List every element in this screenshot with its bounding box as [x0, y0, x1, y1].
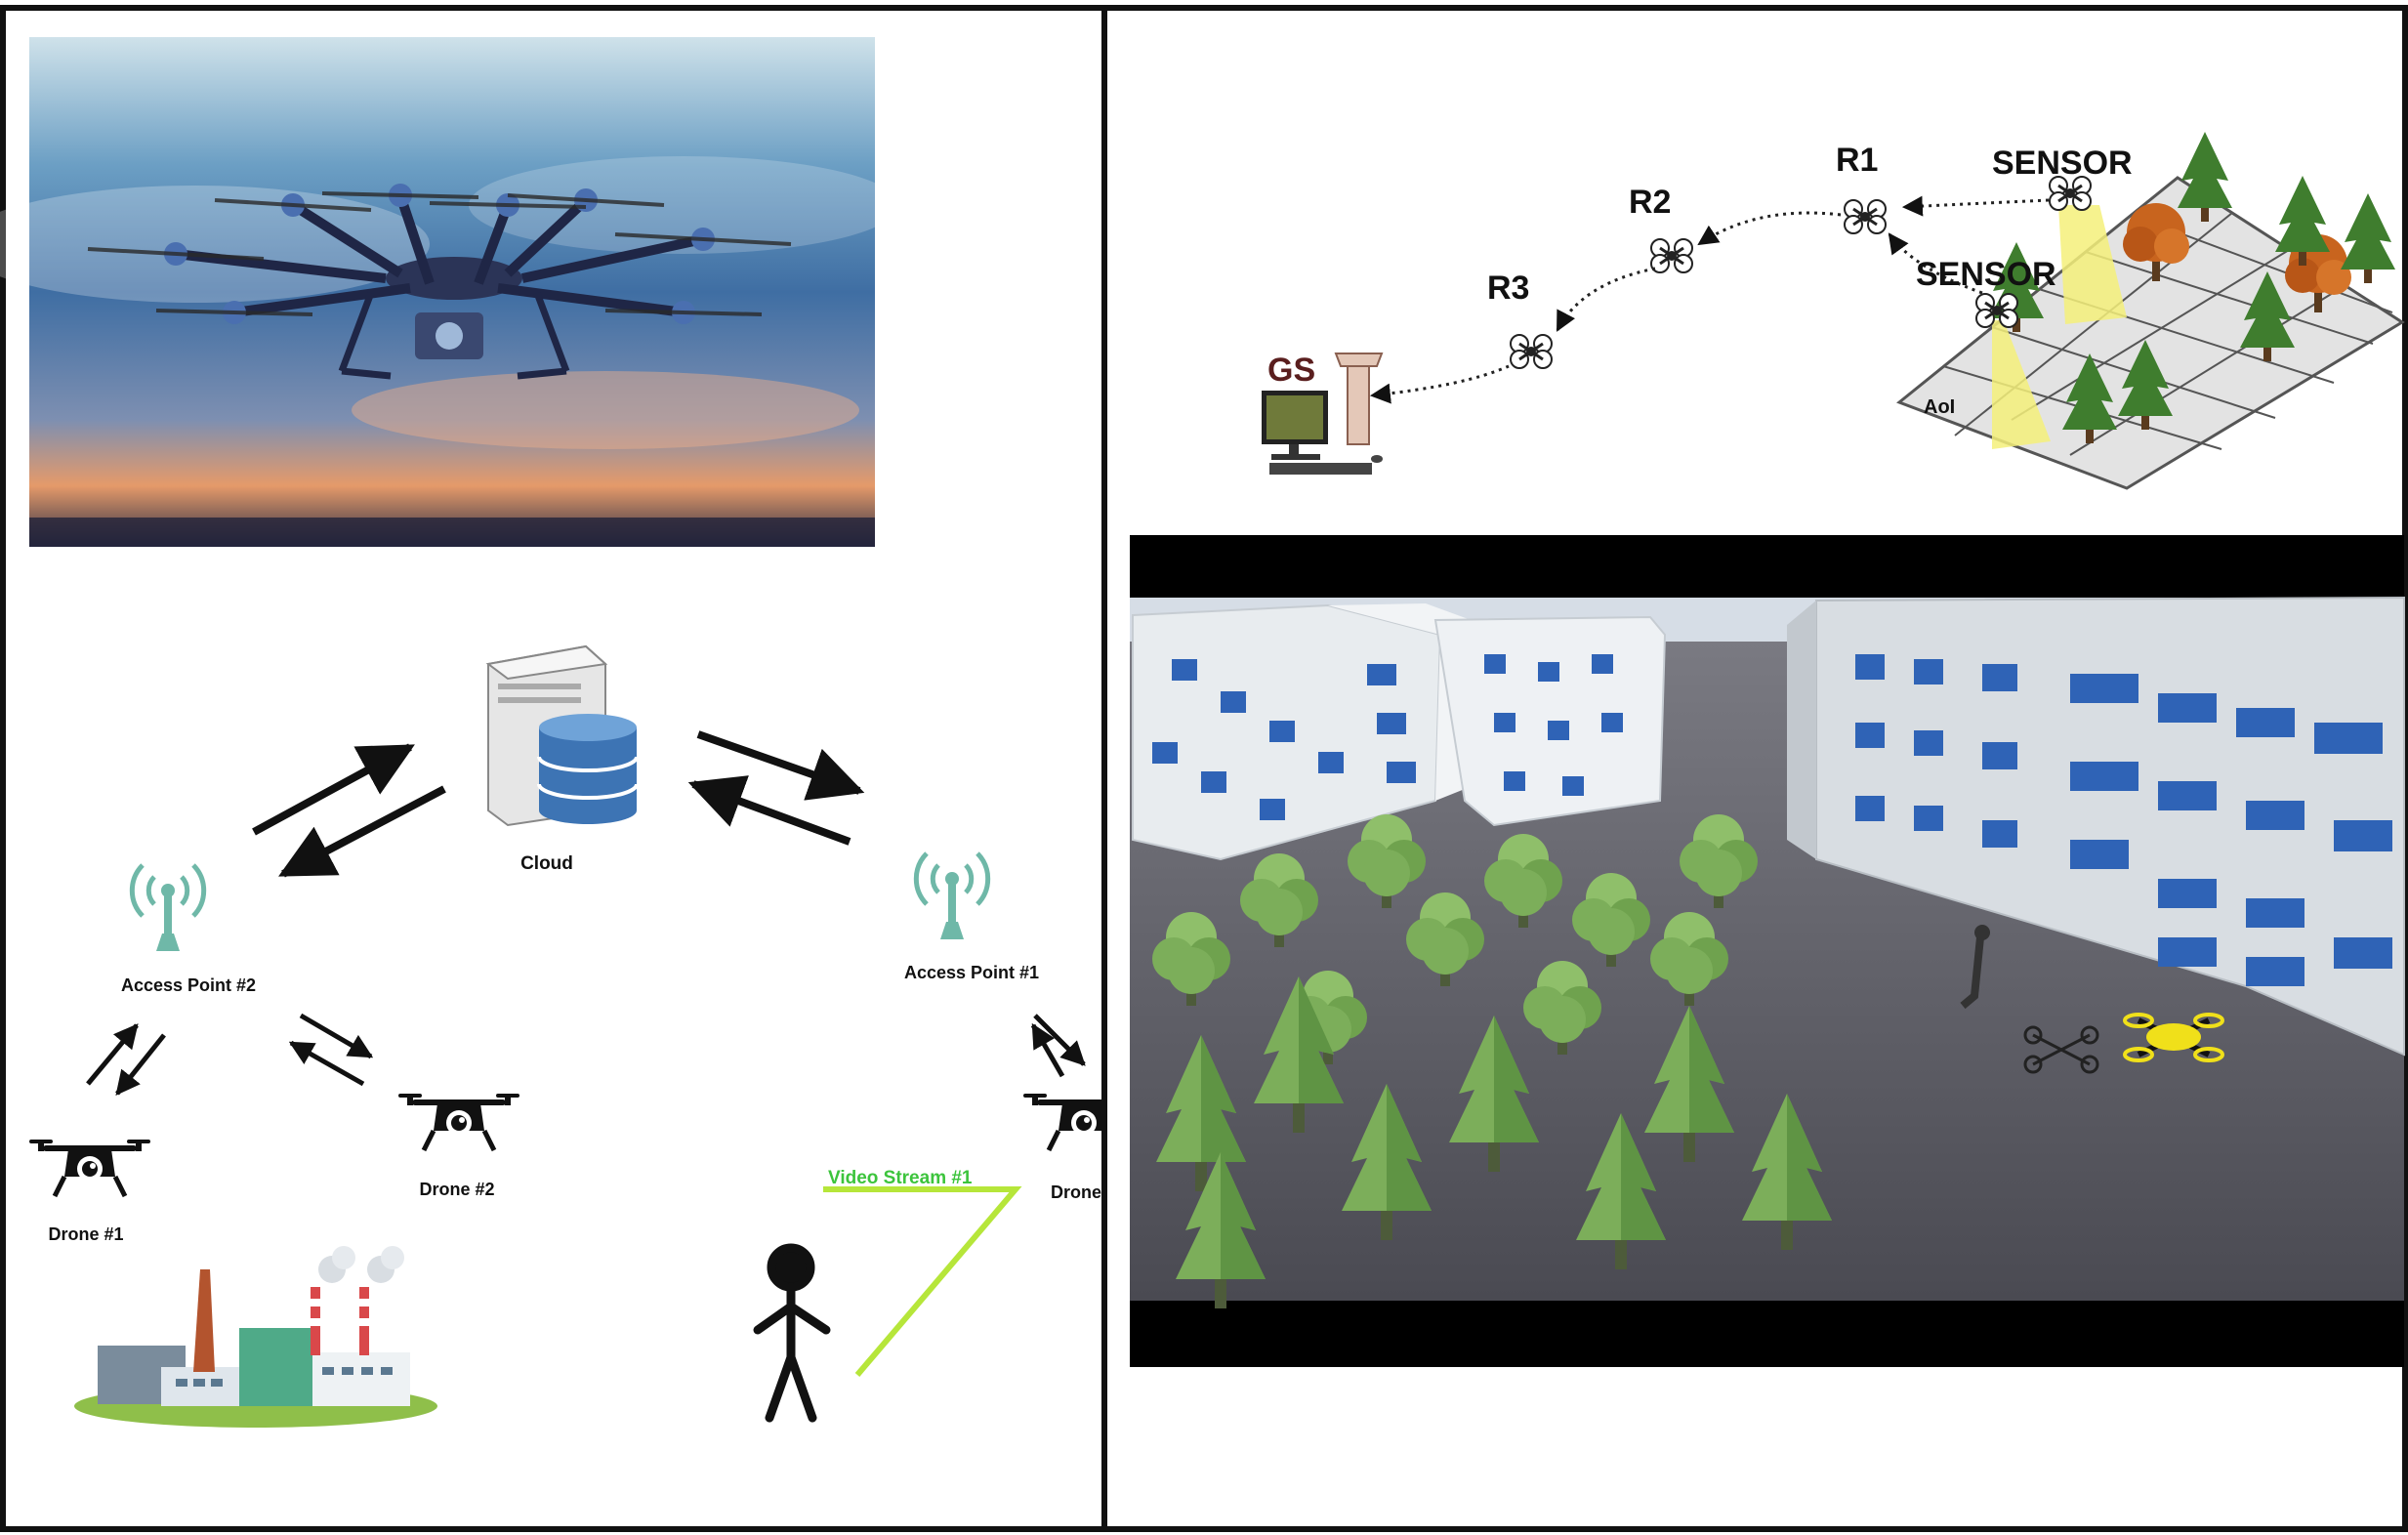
r2-label: R2: [1629, 184, 1671, 221]
ground-station-computer-icon: [1262, 353, 1384, 475]
cloud-ap1-arrows: [687, 730, 865, 846]
stick-figure-icon: [753, 1243, 831, 1423]
photo-drone-icon: [87, 184, 792, 380]
drone-1-label: Drone #1: [48, 1224, 123, 1244]
network-diagram: Cloud Access Point #2 Access Point #1: [29, 644, 1144, 1428]
drone-photo: [0, 37, 898, 547]
drone-1-icon: [29, 1140, 150, 1196]
ap1-drone3-arrows: [1030, 1014, 1086, 1078]
drone-2-icon: [398, 1094, 519, 1150]
sim-person-icon: [1960, 925, 1990, 1010]
cloud-ap2-arrows: [252, 743, 446, 878]
sim-drone-icon: [2023, 1025, 2099, 1074]
video-stream-label: Video Stream #1: [828, 1168, 973, 1188]
relay-r2-drone-icon: [1649, 237, 1694, 274]
ap2-drone2-arrows: [288, 1013, 374, 1087]
access-point-1-label: Access Point #1: [904, 963, 1039, 982]
drone-3-icon: [1023, 1094, 1144, 1150]
database-icon: [537, 714, 639, 824]
sim-yellow-drone-icon: [2123, 1013, 2224, 1062]
sensor-beam: [2058, 205, 2127, 324]
simulation-screenshot: [1130, 535, 2405, 1367]
relay-paths: [1369, 195, 2050, 404]
access-point-2-label: Access Point #2: [121, 975, 256, 995]
sensor-beam: [1992, 320, 2051, 449]
gs-label: GS: [1267, 352, 1315, 389]
relay-r1-drone-icon: [1843, 198, 1888, 235]
drone-3-label: Drone: [1051, 1182, 1101, 1202]
cloud-label: Cloud: [520, 853, 573, 874]
r1-label: R1: [1836, 142, 1878, 179]
antenna-icon: [916, 853, 987, 939]
drone-2-label: Drone #2: [419, 1180, 494, 1199]
ap2-drone1-arrows: [86, 1023, 166, 1096]
factory-icon: [74, 1246, 437, 1428]
video-stream-line: [823, 1186, 1022, 1377]
relay-r3-drone-icon: [1509, 333, 1554, 370]
r3-label: R3: [1487, 270, 1529, 307]
antenna-icon: [132, 865, 203, 951]
relay-diagram: AoI SENSOR SENSOR R1 R2 R3: [1262, 132, 2405, 490]
sensor-label-1: SENSOR: [1992, 145, 2133, 182]
sensor-drone-icon: [2048, 175, 2093, 212]
sensor-label-2: SENSOR: [1916, 256, 2056, 293]
aoi-label: AoI: [1924, 396, 1955, 418]
